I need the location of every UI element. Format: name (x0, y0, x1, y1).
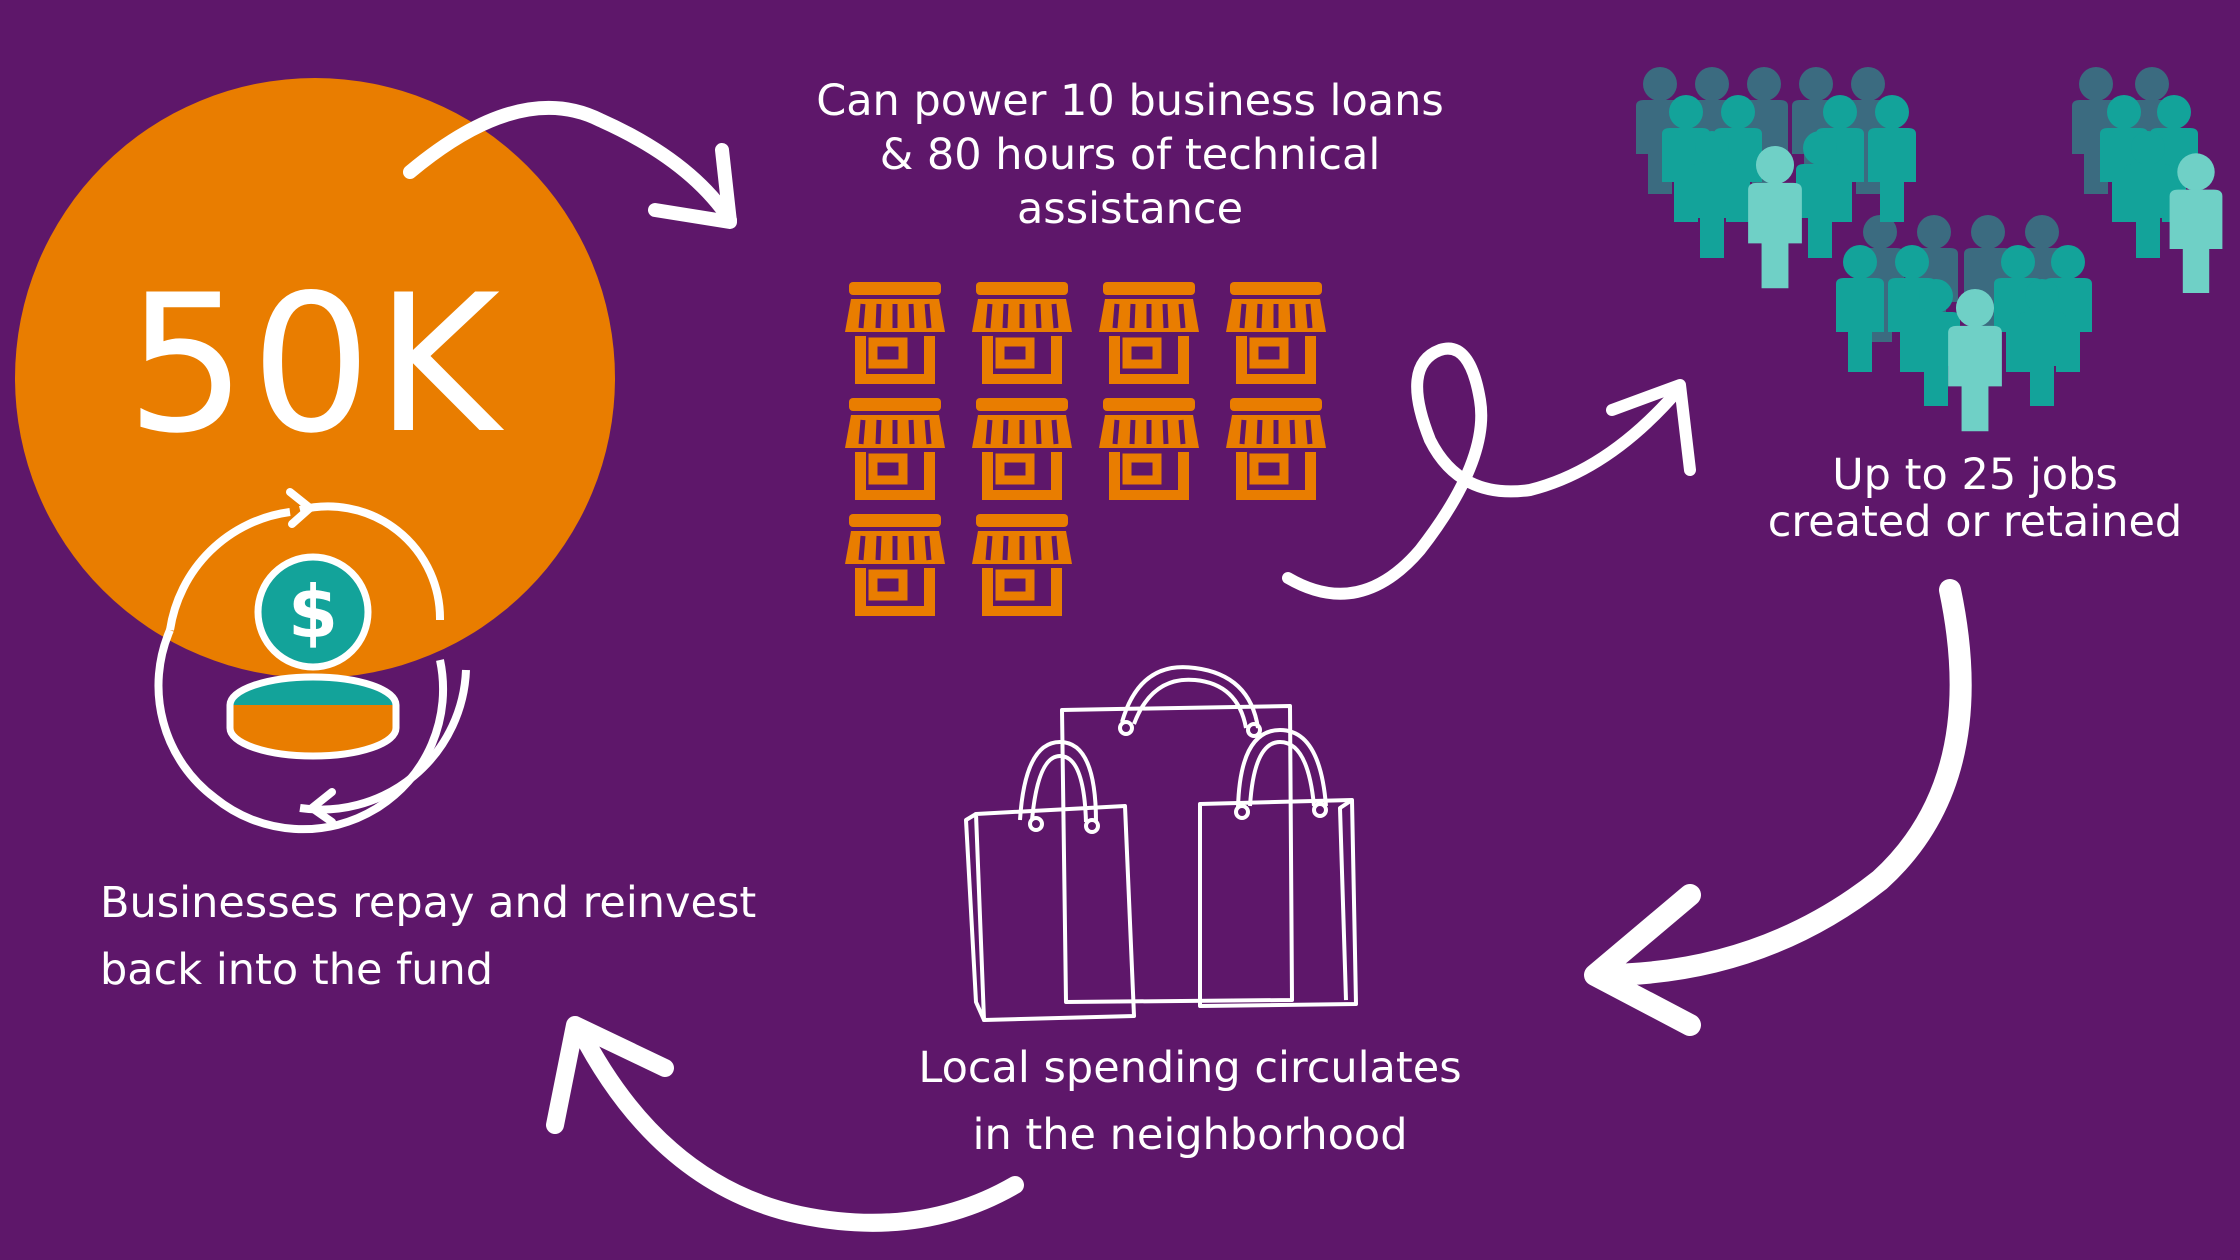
step-jobs-line1: Up to 25 jobs (1832, 450, 2118, 500)
storefront-grid (845, 282, 1326, 616)
shopping-bags-icon (964, 665, 1358, 1022)
step-spending-line1: Local spending circulates (918, 1043, 1462, 1093)
storefront-icon (845, 282, 945, 384)
storefront-icon (845, 398, 945, 500)
storefront-icon (845, 514, 945, 616)
curved-arrow-icon (546, 1016, 1024, 1232)
storefront-icon (972, 514, 1072, 616)
people-crowd-icon (1636, 67, 2223, 432)
fund-amount: 50K (125, 254, 505, 475)
step-repay-text: Businesses repay and reinvest back into … (100, 870, 800, 1003)
step-spending-text: Local spending circulates in the neighbo… (880, 1035, 1500, 1168)
step-loans-text: Can power 10 business loans & 80 hours o… (770, 75, 1490, 236)
step-repay-line2: back into the fund (100, 944, 494, 995)
coin-cycle-icon: $ (154, 488, 470, 834)
storefront-icon (1226, 282, 1326, 384)
storefront-icon (1099, 282, 1199, 384)
dollar-icon (254, 553, 372, 671)
svg-text:$: $ (288, 570, 338, 654)
curved-arrow-icon (403, 101, 737, 229)
step-jobs-text: Up to 25 jobs created or retained (1730, 450, 2220, 548)
storefront-icon (972, 398, 1072, 500)
storefront-icon (1099, 398, 1199, 500)
step-jobs-line2: created or retained (1767, 497, 2183, 548)
step-loans-line3: assistance (1016, 183, 1244, 234)
step-repay-line1: Businesses repay and reinvest (100, 878, 757, 928)
fund-circle (15, 78, 615, 678)
storefront-icon (972, 282, 1072, 384)
step-loans-line2: & 80 hours of technical (879, 129, 1381, 180)
curved-arrow-icon (1584, 579, 1972, 1036)
step-loans-line1: Can power 10 business loans (816, 76, 1444, 126)
loop-arrow-icon (1282, 342, 1696, 600)
step-spending-line2: in the neighborhood (972, 1109, 1408, 1160)
storefront-icon (1226, 398, 1326, 500)
